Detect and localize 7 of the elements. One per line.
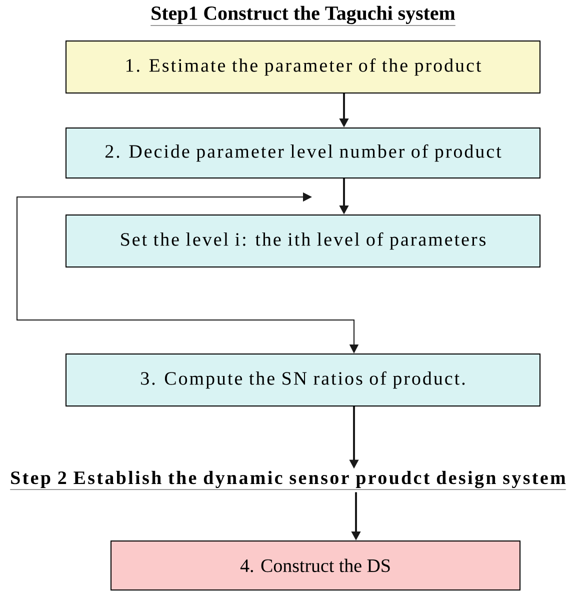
process-box: 4. Construct the DS bbox=[110, 540, 520, 590]
process-box: 2. Decide parameter level number of product bbox=[66, 128, 540, 178]
title: Step1 Construct the Taguchi system bbox=[150, 6, 456, 26]
process-box: 1. Estimate the parameter of the product bbox=[66, 40, 540, 94]
step-heading: Step 2 Establish the dynamic sensor proudct design system bbox=[10, 470, 566, 490]
process-box: Set the level i: the ith level of parameters bbox=[66, 214, 540, 268]
process-box: 3. Compute the SN ratios of product. bbox=[66, 354, 540, 406]
